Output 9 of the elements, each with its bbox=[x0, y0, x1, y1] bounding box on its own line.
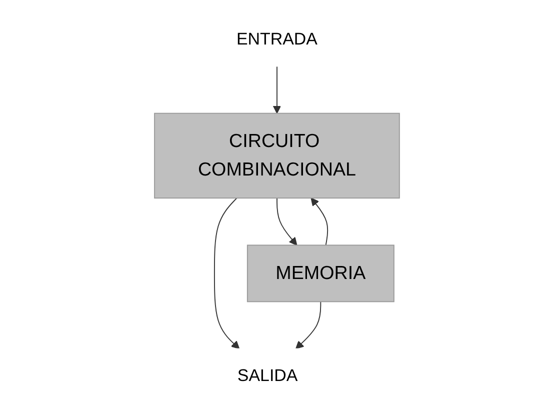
arrow bbox=[276, 198, 297, 246]
node-text: SALIDA bbox=[236, 366, 298, 385]
arrow bbox=[310, 198, 328, 246]
node-box: CIRCUITO COMBINACIONAL bbox=[154, 112, 400, 199]
arrow bbox=[214, 198, 240, 350]
arrow bbox=[295, 301, 321, 350]
node-box: MEMORIA bbox=[246, 244, 394, 302]
node-text: ENTRADA bbox=[236, 29, 317, 48]
arrow bbox=[272, 66, 281, 114]
